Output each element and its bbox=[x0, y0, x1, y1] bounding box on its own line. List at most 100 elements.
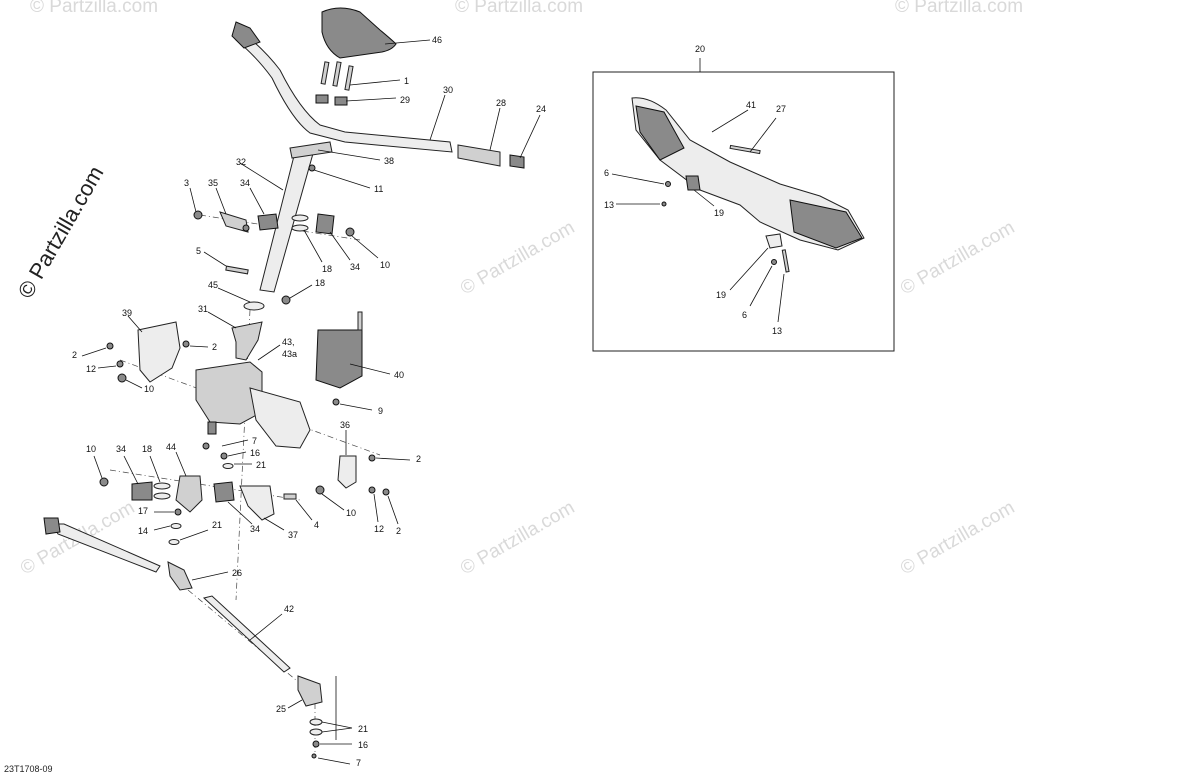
cover-pad-right bbox=[789, 199, 863, 249]
callout: 41 bbox=[746, 100, 756, 110]
callout: 44 bbox=[166, 442, 176, 452]
callout: 39 bbox=[122, 308, 132, 318]
clip-19-upper bbox=[685, 175, 701, 191]
callout: 43, bbox=[282, 337, 295, 347]
drag-link bbox=[202, 595, 291, 673]
callout: 6 bbox=[604, 168, 609, 178]
column-clamp-38 bbox=[289, 141, 333, 159]
ps-cover bbox=[315, 329, 363, 389]
callout: 1 bbox=[404, 76, 409, 86]
side-brand-text: © Partzilla.com bbox=[13, 162, 109, 303]
cover-pad-left bbox=[635, 105, 685, 161]
callout: 10 bbox=[380, 260, 390, 270]
callout: 2 bbox=[396, 526, 401, 536]
callout: 32 bbox=[236, 157, 246, 167]
callout: 14 bbox=[138, 526, 148, 536]
callout: 24 bbox=[536, 104, 546, 114]
callout: 21 bbox=[358, 724, 368, 734]
steering-boot bbox=[231, 321, 263, 361]
callout: 29 bbox=[400, 95, 410, 105]
callout: 30 bbox=[443, 85, 453, 95]
callout: 11 bbox=[374, 184, 383, 194]
callout: 21 bbox=[212, 520, 222, 530]
watermark-text: © Partzilla.com bbox=[30, 0, 158, 17]
callout: 4 bbox=[314, 520, 319, 530]
callout: 42 bbox=[284, 604, 294, 614]
callout: 12 bbox=[86, 364, 96, 374]
bushing-34-right bbox=[315, 213, 335, 235]
callout: 18 bbox=[322, 264, 332, 274]
callout: 34 bbox=[350, 262, 360, 272]
tie-rod-end-left bbox=[43, 517, 61, 535]
callout: 19 bbox=[716, 290, 726, 300]
callout: 20 bbox=[695, 44, 705, 54]
callout: 31 bbox=[198, 304, 208, 314]
callout: 36 bbox=[340, 420, 350, 430]
handlebar-pad bbox=[321, 7, 397, 59]
bushing-34-left bbox=[257, 213, 279, 231]
callout: 27 bbox=[776, 104, 786, 114]
power-steering-unit bbox=[195, 361, 263, 425]
watermark-layer: © Partzilla.com © Partzilla.com © Partzi… bbox=[13, 0, 1023, 579]
bracket-35 bbox=[219, 211, 249, 233]
callout: 34 bbox=[250, 524, 260, 534]
clip-19-lower bbox=[765, 233, 783, 249]
callout: 2 bbox=[212, 342, 217, 352]
handlebar-grip-left bbox=[231, 21, 261, 49]
watermark-text: © Partzilla.com bbox=[895, 0, 1023, 17]
tie-rod-end-26 bbox=[167, 561, 193, 591]
callout: 13 bbox=[604, 200, 614, 210]
bracket-36 bbox=[337, 455, 357, 489]
callout: 40 bbox=[394, 370, 404, 380]
bar-end bbox=[509, 154, 525, 169]
callout: 6 bbox=[742, 310, 747, 320]
callout: 37 bbox=[288, 530, 298, 540]
diagram-code: 23T1708-09 bbox=[4, 764, 53, 774]
tie-rod-end-25 bbox=[297, 675, 323, 707]
callout: 3 bbox=[184, 178, 189, 188]
clamp-bolts bbox=[315, 61, 354, 106]
callout: 43a bbox=[282, 349, 297, 359]
callout: 34 bbox=[116, 444, 126, 454]
callout: 10 bbox=[86, 444, 96, 454]
callout: 18 bbox=[142, 444, 152, 454]
callout: 5 bbox=[196, 246, 201, 256]
power-steering-motor bbox=[249, 387, 311, 449]
callout: 13 bbox=[772, 326, 782, 336]
callout: 18 bbox=[315, 278, 325, 288]
callout: 38 bbox=[384, 156, 394, 166]
watermark-text: © Partzilla.com bbox=[897, 497, 1018, 579]
callout: 10 bbox=[346, 508, 356, 518]
handlebar bbox=[235, 29, 453, 153]
bushing-34-lower-right bbox=[213, 481, 235, 503]
callout: 16 bbox=[358, 740, 368, 750]
callout: 21 bbox=[256, 460, 266, 470]
callout: 19 bbox=[714, 208, 724, 218]
watermark-text: © Partzilla.com bbox=[457, 497, 578, 579]
callout: 2 bbox=[416, 454, 421, 464]
inset-box bbox=[592, 71, 895, 352]
steering-arm-44 bbox=[175, 475, 203, 513]
callout: 2 bbox=[72, 350, 77, 360]
callout: 12 bbox=[374, 524, 384, 534]
callout: 45 bbox=[208, 280, 218, 290]
callout: 28 bbox=[496, 98, 506, 108]
callout: 34 bbox=[240, 178, 250, 188]
callout: 7 bbox=[252, 436, 257, 446]
callout: 26 bbox=[232, 568, 242, 578]
bracket-39 bbox=[137, 321, 181, 383]
callout: 10 bbox=[144, 384, 154, 394]
callout: 16 bbox=[250, 448, 260, 458]
callout: 35 bbox=[208, 178, 218, 188]
callout: 9 bbox=[378, 406, 383, 416]
watermark-text: © Partzilla.com bbox=[897, 217, 1018, 299]
handlebar-grip-right bbox=[457, 144, 501, 167]
bracket-37 bbox=[239, 485, 275, 521]
watermark-text: © Partzilla.com bbox=[455, 0, 583, 17]
callout: 46 bbox=[432, 35, 442, 45]
callout: 7 bbox=[356, 758, 361, 768]
callout: 17 bbox=[138, 506, 148, 516]
callout: 25 bbox=[276, 704, 286, 714]
bushing-34-lower-left bbox=[131, 481, 153, 501]
